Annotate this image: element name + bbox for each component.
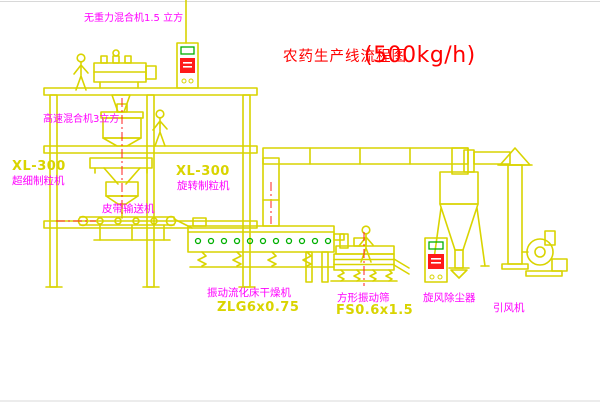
label-granulator-right-name: 旋转制粒机 <box>177 179 230 192</box>
zero-gravity-mixer <box>93 49 157 113</box>
label-zero-gravity-mixer: 无重力混合机1.5 立方 <box>84 11 183 24</box>
label-granulator-right-model: XL-300 <box>176 164 230 179</box>
cabinet-display-icon <box>180 58 195 73</box>
dryer-sight-ports <box>194 237 332 245</box>
control-cabinet-lower <box>424 237 448 283</box>
label-granulator-left-model: XL-300 <box>12 159 66 174</box>
label-cyclone: 旋风除尘器 <box>423 291 476 304</box>
label-screen: 方形振动筛 <box>337 291 390 304</box>
label-granulator-left-name: 超细制粒机 <box>12 174 65 187</box>
exhaust-stack <box>497 147 533 270</box>
label-dryer: 振动流化床干燥机 <box>207 286 291 299</box>
diagram-title: 农药生产线流程图 <box>283 48 407 65</box>
diagram-title-capacity: (500kg/h) <box>364 43 476 68</box>
exhaust-duct <box>262 147 469 227</box>
label-high-speed-mixer: 高速混合机3立方 <box>43 112 119 125</box>
fluid-bed-dryer <box>187 217 349 283</box>
label-belt-conveyor: 皮带输送机 <box>102 202 155 215</box>
worker-icon <box>152 109 168 147</box>
belt-conveyor <box>77 215 193 241</box>
cabinet-display-icon <box>428 254 444 269</box>
vibrating-screen <box>330 237 410 282</box>
label-screen-model: FS0.6x1.5 <box>336 303 413 318</box>
label-fan: 引风机 <box>493 301 525 314</box>
worker-icon <box>73 53 89 91</box>
induced-draft-fan <box>521 230 568 277</box>
control-cabinet-upper <box>176 42 199 89</box>
label-dryer-model: ZLG6x0.75 <box>217 300 299 315</box>
